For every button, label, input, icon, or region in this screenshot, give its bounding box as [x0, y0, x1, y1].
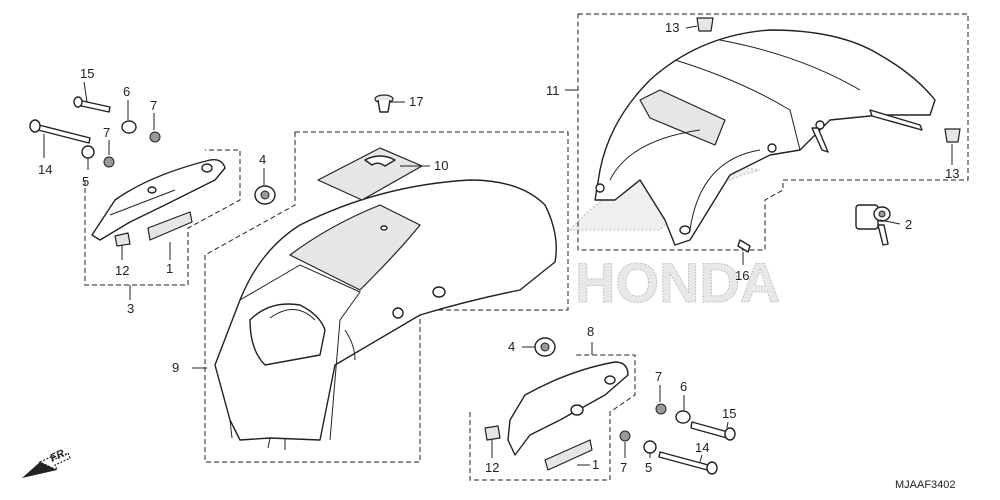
callout-2: 2	[905, 217, 912, 232]
front-label: FR.	[48, 446, 69, 464]
callout-6-left: 6	[123, 84, 130, 99]
front-direction-arrow: FR.	[22, 446, 71, 478]
callout-5-right: 5	[645, 460, 652, 475]
callout-12-right: 12	[485, 460, 499, 475]
callout-3: 3	[127, 301, 134, 316]
callout-15-left: 15	[80, 66, 94, 81]
clip-lower	[944, 128, 961, 143]
group-box-11	[577, 13, 969, 251]
callout-16: 16	[735, 268, 749, 283]
callout-7-right-top: 7	[655, 369, 662, 384]
fender-panel	[594, 29, 936, 246]
callout-9: 9	[172, 360, 179, 375]
callout-15-right: 15	[722, 406, 736, 421]
callout-5-left: 5	[82, 174, 89, 189]
callout-6-right: 6	[680, 379, 687, 394]
right-hardware	[619, 403, 736, 475]
callout-14-left: 14	[38, 162, 52, 177]
trim-clip	[374, 94, 394, 113]
callout-11: 11	[546, 83, 560, 98]
group-box-3	[84, 149, 241, 286]
grommet-upper	[254, 185, 276, 205]
drawing-code: MJAAF3402	[895, 479, 956, 491]
group-box-8	[469, 354, 636, 481]
callout-14-right: 14	[695, 440, 709, 455]
callout-10: 10	[434, 158, 448, 173]
seat-lock	[855, 204, 891, 246]
clip-upper	[696, 17, 714, 32]
left-hardware	[29, 96, 161, 168]
callout-7-left-top: 7	[150, 98, 157, 113]
screw	[737, 239, 751, 253]
callout-13-upper: 13	[665, 20, 679, 35]
right-fender-hinge	[484, 361, 629, 471]
rear-fender	[214, 179, 557, 450]
callout-4-upper: 4	[259, 152, 266, 167]
honda-watermark: HONDA	[568, 165, 781, 315]
fender-pad	[317, 147, 423, 201]
callout-1-left: 1	[166, 261, 173, 276]
callout-7-left-bottom: 7	[103, 125, 110, 140]
callout-17: 17	[409, 94, 423, 109]
leader-lines	[43, 25, 953, 466]
callout-13-lower: 13	[945, 166, 959, 181]
callout-12-left: 12	[115, 263, 129, 278]
grommet-lower	[534, 337, 556, 357]
group-box-9	[204, 131, 569, 463]
callout-4-lower: 4	[508, 339, 515, 354]
callout-8: 8	[587, 324, 594, 339]
callout-7-right-bottom: 7	[620, 460, 627, 475]
callout-1-right: 1	[592, 457, 599, 472]
watermark-text: HONDA	[575, 251, 780, 314]
left-fender-hinge	[91, 158, 226, 247]
callout-labels: 15 6 7 7 14 5 12 1 3 4 17 10 9 4 8 7 6 1…	[38, 20, 959, 475]
